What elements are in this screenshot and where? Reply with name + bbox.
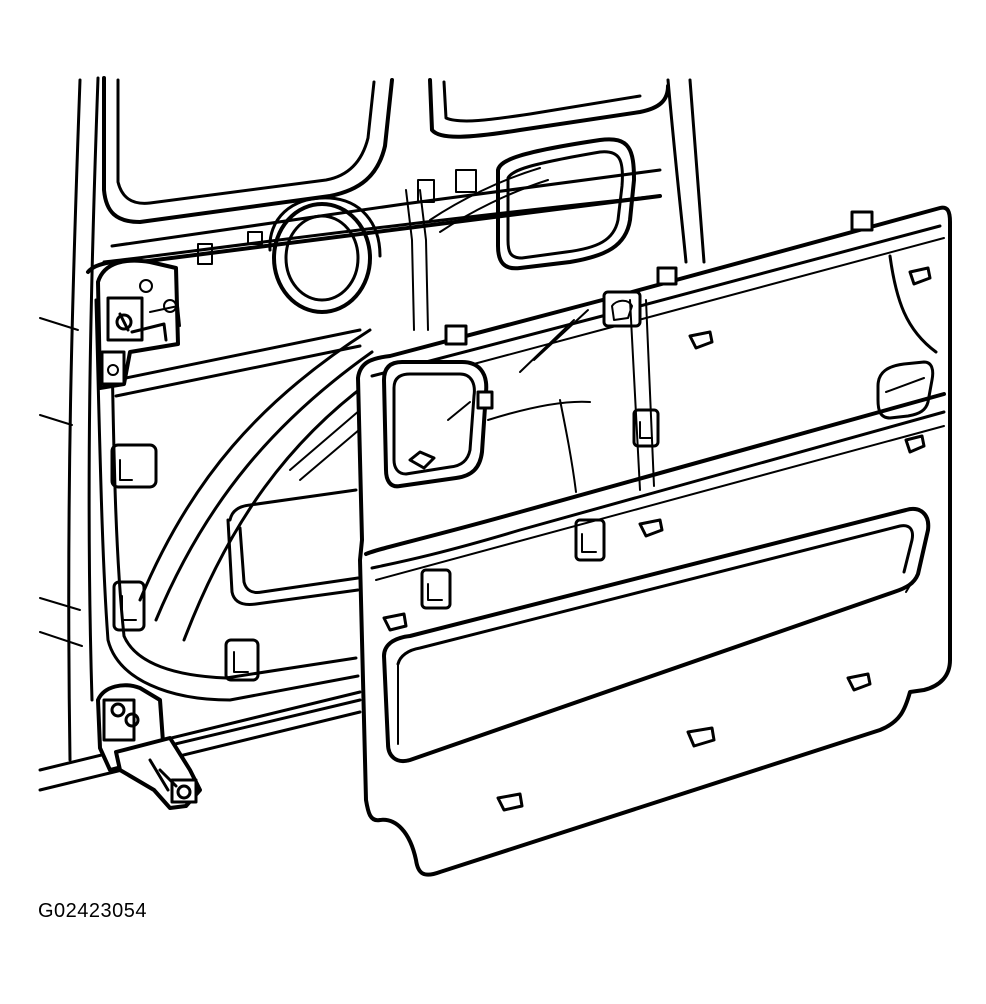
lower-hinge xyxy=(96,683,202,810)
figure-caption: G02423054 xyxy=(38,900,148,922)
retainer-clips xyxy=(382,266,932,812)
upper-hinge xyxy=(96,258,181,390)
trim-panel xyxy=(356,205,952,877)
door-inner-frame xyxy=(38,76,706,792)
